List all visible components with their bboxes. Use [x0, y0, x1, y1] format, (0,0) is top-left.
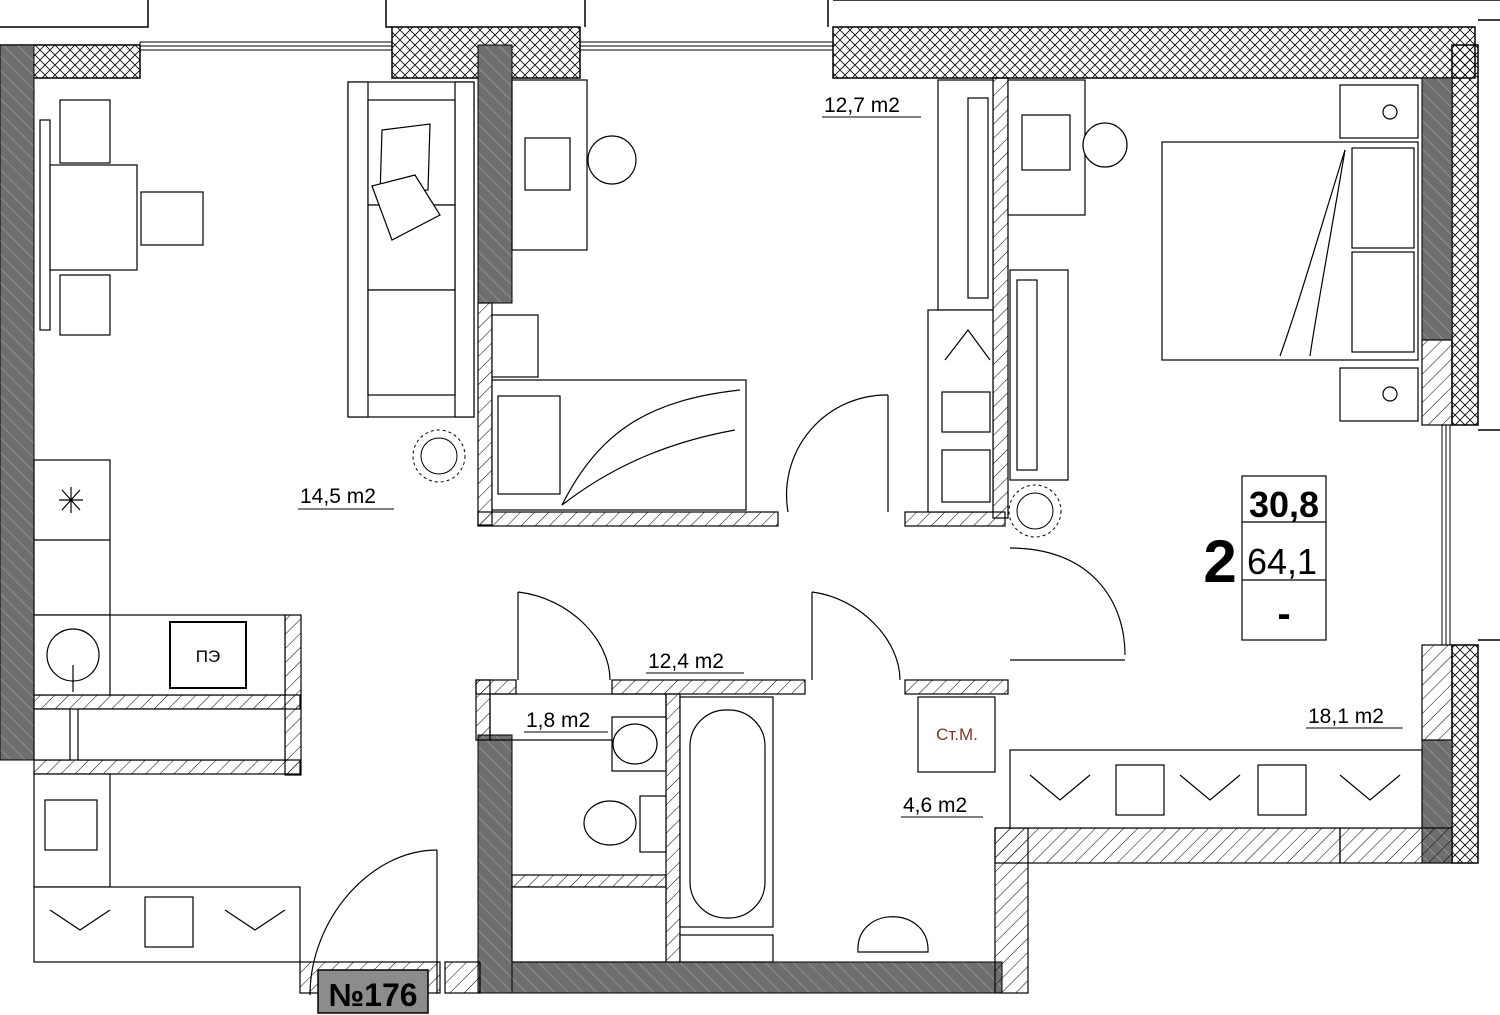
room-area-labels: 12,7 m2 14,5 m2 12,4 m2 1,8 m2 4,6 m2 18… — [300, 94, 1384, 817]
plant — [412, 429, 1062, 538]
wardrobe-child — [927, 79, 994, 513]
kitchen-unit — [33, 459, 286, 696]
apartment-number: №176 — [328, 977, 417, 1013]
double-bed — [1161, 84, 1419, 422]
door-bathroom — [811, 591, 901, 681]
sofa — [347, 81, 475, 418]
area-master-bedroom: 18,1 m2 — [1308, 705, 1384, 728]
wardrobe-master — [1009, 749, 1423, 829]
doors — [309, 394, 1126, 996]
desk-right — [1007, 79, 1128, 481]
single-bed — [491, 379, 747, 511]
area-bathroom: 4,6 m2 — [903, 794, 967, 817]
total-area: 64,1 — [1247, 541, 1317, 582]
wc-fixtures — [489, 693, 667, 963]
summary-box — [1241, 475, 1327, 641]
area-living-kitchen: 14,5 m2 — [300, 485, 376, 508]
hallway-wardrobe — [33, 708, 301, 963]
bathroom-fixtures — [679, 696, 996, 963]
door-master-room — [1009, 547, 1126, 656]
stove-label: ПЭ — [196, 647, 220, 666]
living-area: 30,8 — [1249, 484, 1319, 525]
outer-walls — [0, 0, 1500, 864]
area-label-underlines — [298, 116, 1403, 818]
area-wc: 1,8 m2 — [526, 709, 590, 732]
area-hall: 12,4 m2 — [648, 650, 724, 673]
washing-machine-label: Ст.М. — [936, 725, 978, 744]
apartment-number-plate — [317, 969, 429, 1014]
rooms-count: 2 — [1203, 528, 1236, 595]
area-bedroom-child: 12,7 m2 — [824, 94, 900, 117]
desk-left — [491, 79, 637, 378]
windows — [139, 41, 1451, 646]
door-wc — [517, 591, 611, 681]
dining-table-set — [39, 99, 204, 336]
door-entrance — [309, 849, 438, 996]
balcony-area: - — [1277, 592, 1290, 636]
door-child-room — [785, 394, 889, 513]
